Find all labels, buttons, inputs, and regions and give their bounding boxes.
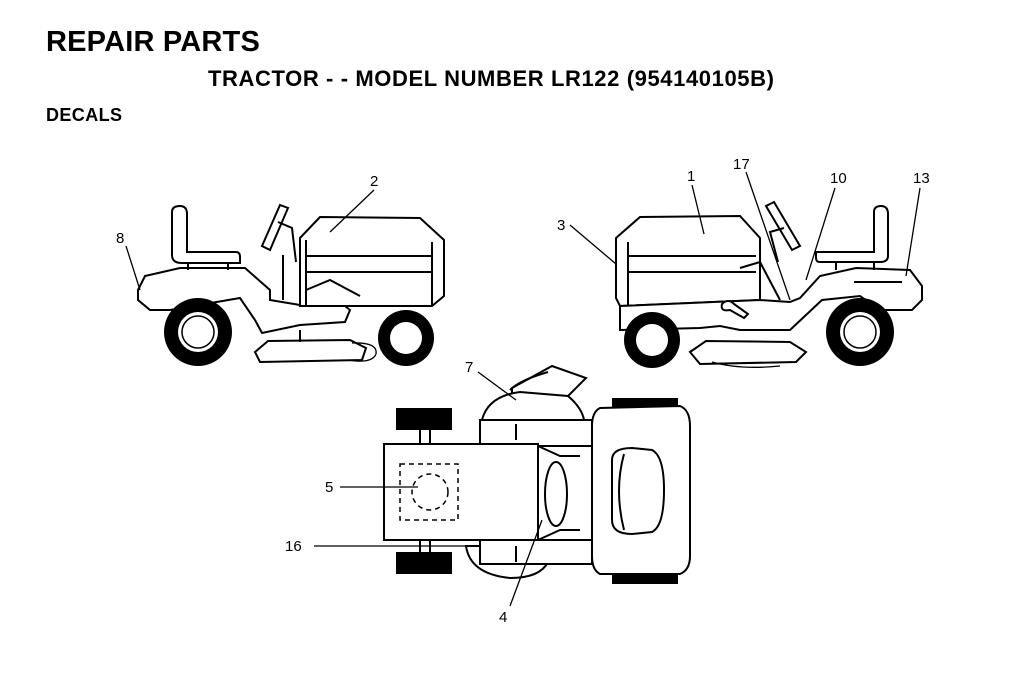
callout-8: 8: [116, 230, 124, 247]
section-label: DECALS: [46, 105, 123, 125]
callout-13: 13: [913, 170, 930, 187]
callout-17: 17: [733, 156, 750, 173]
callout-16: 16: [285, 538, 302, 555]
tractor-left-side-view: [137, 203, 445, 366]
callout-2: 2: [370, 173, 378, 190]
callout-labels: 1 2 3 4 5 7 8 10 13 16 17: [116, 156, 930, 626]
page-title: REPAIR PARTS: [46, 26, 261, 58]
leader-lines: [125, 171, 921, 607]
callout-3: 3: [557, 217, 565, 234]
callout-5: 5: [325, 479, 333, 496]
tractor-right-side-view: [615, 200, 923, 368]
callout-4: 4: [499, 609, 507, 626]
callout-1: 1: [687, 168, 695, 185]
callout-10: 10: [830, 170, 847, 187]
tractor-top-view: [383, 364, 691, 584]
callout-7: 7: [465, 359, 473, 376]
page-subtitle: TRACTOR - - MODEL NUMBER LR122 (95414010…: [208, 66, 775, 91]
